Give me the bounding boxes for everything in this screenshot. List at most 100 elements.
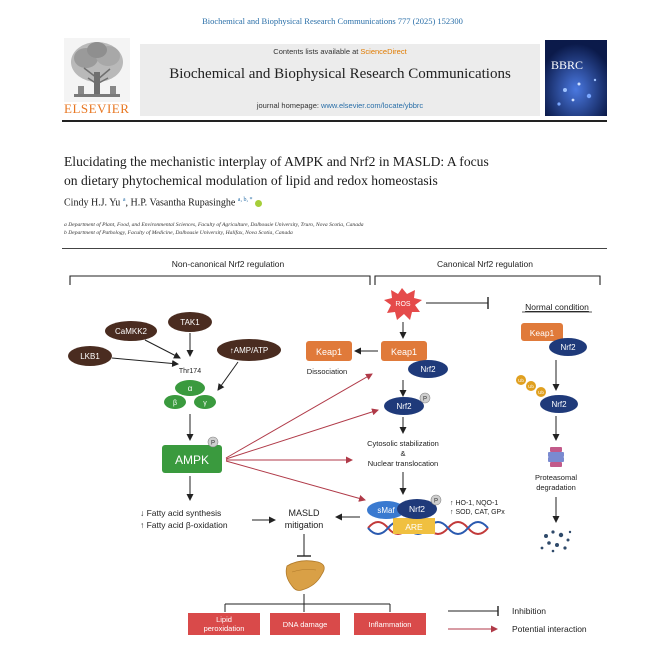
amp-atp-node xyxy=(217,339,281,361)
nrf2-phospho-icon xyxy=(419,392,431,404)
ubiquitin-icon xyxy=(526,381,536,391)
dissociation-label: Dissociation xyxy=(307,367,347,376)
ampk-gamma-subunit xyxy=(194,395,216,409)
degraded-fragments-icon xyxy=(540,530,572,553)
svg-text:Ub: Ub xyxy=(538,390,544,395)
cover-label: BBRC xyxy=(551,58,584,72)
author-list: Cindy H.J. Yu a, H.P. Vasantha Rupasingh… xyxy=(64,197,262,208)
potential-interaction-arrow xyxy=(225,460,366,502)
alpha-label: α xyxy=(188,384,193,393)
legend-inhibition-label: Inhibition xyxy=(512,606,546,616)
svg-text:&: & xyxy=(400,449,405,458)
nrf2-nuclear-node xyxy=(397,499,437,519)
dna-damage-box xyxy=(270,613,340,635)
are-box xyxy=(393,518,435,534)
smaf-node xyxy=(367,501,405,519)
contents-line: Contents lists available at ScienceDirec… xyxy=(140,47,540,56)
keap1-dissociated-label: Keap1 xyxy=(316,347,342,357)
svg-text:P: P xyxy=(423,397,427,403)
publisher-logo-text: ELSEVIER xyxy=(64,101,130,116)
keap1-dissociated-box xyxy=(306,341,352,361)
nrf2-free-label: Nrf2 xyxy=(396,402,412,411)
journal-header-box xyxy=(140,44,540,116)
orcid-icon[interactable] xyxy=(254,199,262,207)
journal-cover-image xyxy=(545,40,607,116)
ampk-box xyxy=(162,445,222,473)
non-canonical-header: Non-canonical Nrf2 regulation xyxy=(172,259,285,269)
left-bracket xyxy=(69,275,371,285)
contents-prefix: Contents lists available at xyxy=(273,47,361,56)
journal-homepage-line: journal homepage: www.elsevier.com/locat… xyxy=(140,101,540,110)
lkb1-node xyxy=(68,346,112,366)
smaf-label: sMaf xyxy=(377,506,395,515)
inflammation-box xyxy=(354,613,426,635)
svg-text:Ub: Ub xyxy=(518,378,524,383)
ubiquitin-icon xyxy=(536,387,546,397)
nrf2-ubiquitinated-label: Nrf2 xyxy=(551,400,567,409)
nrf2-free-node xyxy=(384,397,424,415)
proteasome-icon xyxy=(548,447,564,467)
author-2[interactable]: H.P. Vasantha Rupasinghe xyxy=(130,197,236,209)
amp-atp-label: ↑AMP/ATP xyxy=(230,346,269,355)
nrf2-ubiquitinated-node xyxy=(540,395,578,413)
normal-condition-label: Normal condition xyxy=(525,302,589,312)
nrf2-bound-label: Nrf2 xyxy=(420,365,436,374)
author-1[interactable]: Cindy H.J. Yu xyxy=(64,197,121,209)
inflammation-label: Inflammation xyxy=(369,620,412,629)
lipid-label: Lipid xyxy=(216,615,232,624)
title-line-2: on dietary phytochemical modulation of l… xyxy=(64,173,438,188)
liver-icon xyxy=(285,560,325,591)
keap1-normal-box xyxy=(521,323,563,341)
camkk2-node xyxy=(105,321,157,341)
fatty-acid-synthesis-label: ↓ Fatty acid synthesis xyxy=(140,508,221,518)
header-divider xyxy=(62,120,607,122)
lkb1-label: LKB1 xyxy=(80,352,100,361)
potential-interaction-arrow xyxy=(225,373,373,459)
are-label: ARE xyxy=(405,522,423,532)
ros-starburst-icon xyxy=(384,288,422,320)
right-bracket xyxy=(374,275,601,285)
ros-label: ROS xyxy=(395,301,411,308)
affiliation-b: b Department of Pathology, Faculty of Me… xyxy=(64,230,293,236)
nuclear-translocation-label: Nuclear translocation xyxy=(368,459,438,468)
cytosolic-stabilization-label: Cytosolic stabilization xyxy=(367,439,439,448)
beta-label: β xyxy=(173,400,177,407)
tak1-label: TAK1 xyxy=(180,318,200,327)
title-divider xyxy=(62,248,607,249)
journal-name: Biochemical and Biophysical Research Com… xyxy=(169,66,511,82)
title-line-1: Elucidating the mechanistic interplay of… xyxy=(64,154,489,169)
gamma-label: γ xyxy=(203,400,207,407)
keap1-normal-label: Keap1 xyxy=(530,328,555,338)
author-2-affiliation: a, b, * xyxy=(237,197,253,203)
ampk-alpha-subunit xyxy=(175,380,205,396)
keap1-label: Keap1 xyxy=(391,347,417,357)
homepage-prefix: journal homepage: xyxy=(256,101,322,110)
peroxidation-label: peroxidation xyxy=(204,624,245,633)
lipid-peroxidation-box xyxy=(188,613,260,635)
svg-text:P: P xyxy=(211,441,215,447)
fatty-acid-oxidation-label: ↑ Fatty acid β-oxidation xyxy=(140,520,228,530)
canonical-header: Canonical Nrf2 regulation xyxy=(437,259,533,269)
target-genes-line-1: ↑ HO-1, NQO-1 xyxy=(450,500,498,507)
mitigation-label: mitigation xyxy=(285,520,324,530)
journal-reference: Biochemical and Biophysical Research Com… xyxy=(202,16,463,26)
ubiquitin-icon xyxy=(516,375,526,385)
tak1-node xyxy=(168,312,212,332)
article-title: Elucidating the mechanistic interplay of… xyxy=(64,152,609,190)
ampk-beta-subunit xyxy=(164,395,186,409)
nrf2-nuclear-phospho-icon xyxy=(430,494,442,506)
nrf2-normal-label: Nrf2 xyxy=(560,343,576,352)
affiliation-a: a Department of Plant, Food, and Environ… xyxy=(64,222,364,228)
masld-label: MASLD xyxy=(288,508,320,518)
svg-text:P: P xyxy=(434,499,438,505)
homepage-link[interactable]: www.elsevier.com/locate/ybbrc xyxy=(321,101,424,110)
keap1-box xyxy=(381,341,427,361)
target-genes-line-2: ↑ SOD, CAT, GPx xyxy=(450,509,505,516)
nrf2-normal-node xyxy=(549,338,587,356)
svg-text:Ub: Ub xyxy=(528,384,534,389)
sciencedirect-link[interactable]: ScienceDirect xyxy=(360,47,407,56)
camkk2-label: CaMKK2 xyxy=(115,327,148,336)
degradation-label: degradation xyxy=(536,483,576,492)
proteasomal-label: Proteasomal xyxy=(535,473,577,482)
